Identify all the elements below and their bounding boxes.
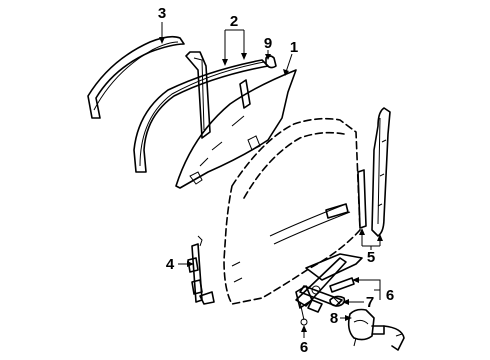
callout-2: 2 [230, 13, 238, 30]
callout-4: 4 [166, 256, 175, 273]
callout-9: 9 [264, 35, 272, 52]
callout-6-bottom: 6 [300, 339, 308, 356]
door-shell [223, 117, 361, 305]
window-run-channel [133, 51, 269, 173]
fastener [329, 295, 346, 307]
leader-lines [159, 22, 383, 338]
callout-7: 7 [366, 294, 374, 311]
callout-3: 3 [158, 5, 166, 22]
window-regulator [295, 253, 363, 326]
rear-run-channel [357, 107, 391, 237]
door-glass [175, 69, 297, 189]
regulator-motor [347, 308, 405, 351]
run-channel-strip [87, 35, 185, 119]
callout-8: 8 [330, 310, 338, 327]
callout-5: 5 [367, 249, 375, 266]
callout-1: 1 [290, 39, 298, 56]
front-sash-channel [187, 235, 215, 305]
callout-6-right: 6 [386, 287, 394, 304]
